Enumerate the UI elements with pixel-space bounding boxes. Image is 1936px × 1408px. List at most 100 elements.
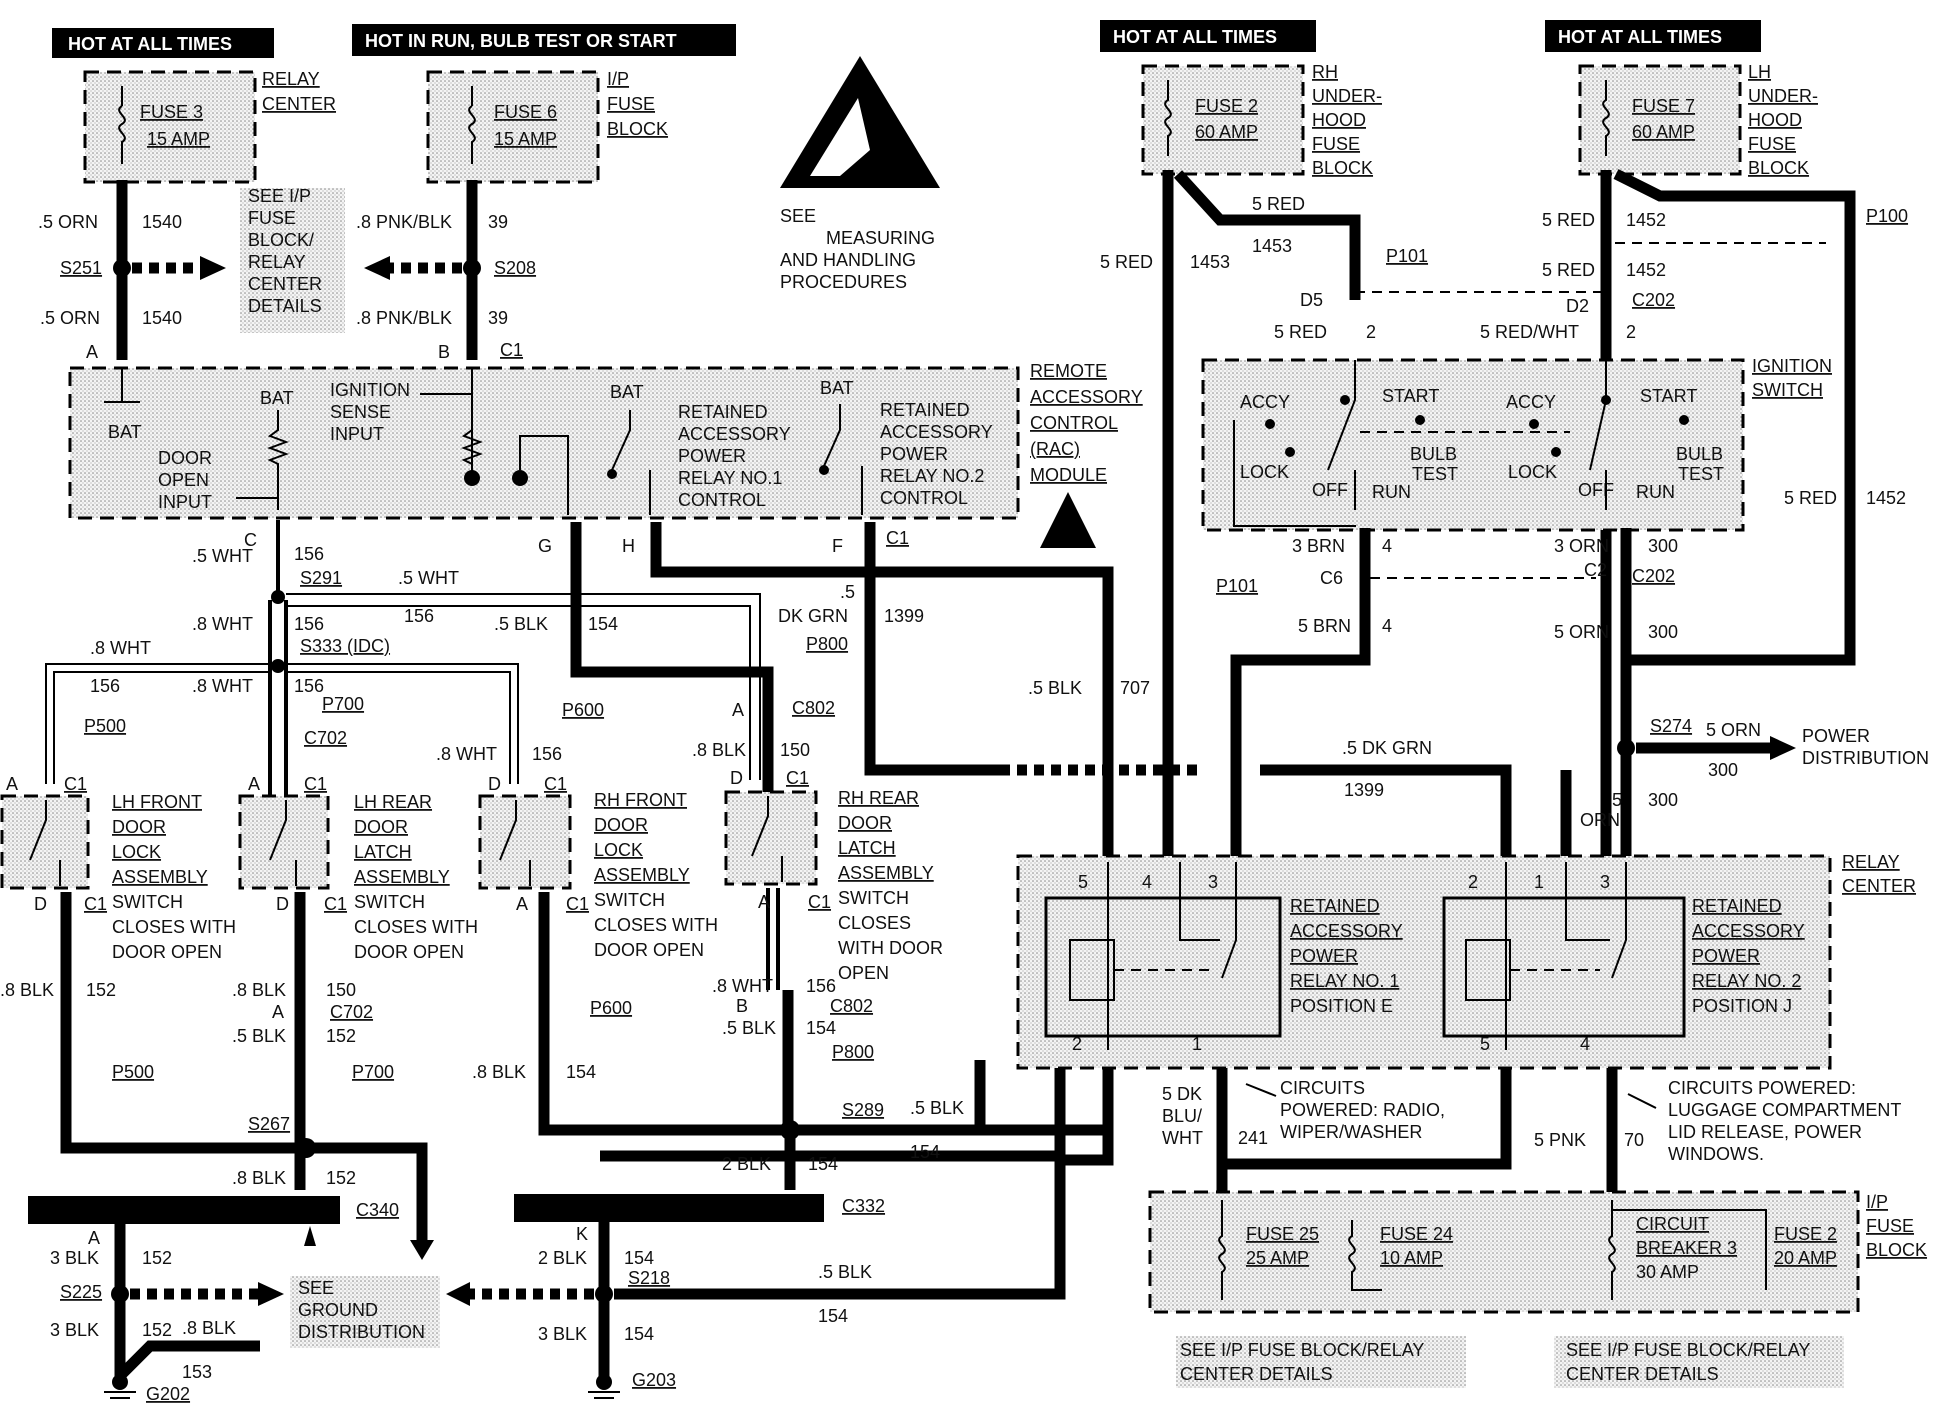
svg-text:CLOSES WITH: CLOSES WITH	[354, 917, 478, 937]
see-details-left: SEE I/P FUSE BLOCK/RELAY CENTER DETAILS	[1176, 1336, 1466, 1388]
svg-text:D2: D2	[1566, 296, 1589, 316]
svg-text:1540: 1540	[142, 212, 182, 232]
svg-text:D: D	[276, 894, 289, 914]
svg-text:INPUT: INPUT	[330, 424, 384, 444]
svg-text:LID RELEASE, POWER: LID RELEASE, POWER	[1668, 1122, 1862, 1142]
svg-text:5: 5	[1480, 1034, 1490, 1054]
lh-rear-door-switch: LH REAR DOOR LATCH ASSEMBLY SWITCH CLOSE…	[238, 792, 478, 962]
svg-text:WHT: WHT	[1162, 1128, 1203, 1148]
esd-note: SEE MEASURING AND HANDLING PROCEDURES	[780, 206, 935, 292]
svg-text:BULB: BULB	[1676, 444, 1723, 464]
esd-warning-icon	[780, 56, 940, 188]
svg-text:C2: C2	[1584, 560, 1607, 580]
svg-text:.8 BLK: .8 BLK	[232, 1168, 286, 1188]
svg-text:ACCY: ACCY	[1506, 392, 1556, 412]
svg-text:RETAINED: RETAINED	[678, 402, 768, 422]
svg-text:ACCESSORY: ACCESSORY	[880, 422, 993, 442]
header-hot-at-all-times-2: HOT AT ALL TIMES	[1100, 20, 1316, 52]
svg-text:A: A	[88, 1228, 100, 1248]
svg-text:RUN: RUN	[1636, 482, 1675, 502]
svg-text:241: 241	[1238, 1128, 1268, 1148]
svg-text:F: F	[832, 536, 843, 556]
svg-text:3 ORN: 3 ORN	[1554, 536, 1609, 556]
svg-text:SEE I/P FUSE BLOCK/RELAY: SEE I/P FUSE BLOCK/RELAY	[1566, 1340, 1810, 1360]
output-wires	[1060, 1068, 1618, 1200]
ignition-switch-internals: ACCY START LOCK OFF RUN BULB TEST ACCY S…	[1233, 360, 1724, 527]
svg-text:RELAY NO. 2: RELAY NO. 2	[1692, 971, 1801, 991]
svg-text:.8 PNK/BLK: .8 PNK/BLK	[356, 212, 452, 232]
svg-text:3: 3	[1208, 872, 1218, 892]
svg-text:A: A	[516, 894, 528, 914]
svg-text:156: 156	[294, 614, 324, 634]
svg-text:D: D	[730, 768, 743, 788]
svg-text:POSITION E: POSITION E	[1290, 996, 1393, 1016]
svg-text:.5 WHT: .5 WHT	[398, 568, 459, 588]
svg-text:START: START	[1382, 386, 1439, 406]
svg-text:C702: C702	[330, 1002, 373, 1022]
svg-text:POSITION J: POSITION J	[1692, 996, 1792, 1016]
svg-text:3 BRN: 3 BRN	[1292, 536, 1345, 556]
svg-text:.5 ORN: .5 ORN	[40, 308, 100, 328]
fuse-3-box: FUSE 3 15 AMP	[83, 70, 257, 184]
svg-text:707: 707	[1120, 678, 1150, 698]
svg-text:RELAY NO. 1: RELAY NO. 1	[1290, 971, 1399, 991]
svg-text:5 RED: 5 RED	[1542, 260, 1595, 280]
see-ground-distribution: SEE GROUND DISTRIBUTION	[290, 1276, 440, 1348]
svg-text:1452: 1452	[1866, 488, 1906, 508]
svg-text:CIRCUIT: CIRCUIT	[1636, 1214, 1709, 1234]
svg-text:CONTROL: CONTROL	[678, 490, 766, 510]
svg-text:A: A	[86, 342, 98, 362]
svg-text:HOT IN RUN, BULB TEST OR START: HOT IN RUN, BULB TEST OR START	[365, 31, 677, 51]
svg-text:RELAY: RELAY	[1842, 852, 1900, 872]
svg-text:1: 1	[1192, 1034, 1202, 1054]
svg-text:D: D	[488, 774, 501, 794]
svg-text:C1: C1	[304, 774, 327, 794]
svg-text:2: 2	[1626, 322, 1636, 342]
svg-text:10 AMP: 10 AMP	[1380, 1248, 1443, 1268]
svg-text:CLOSES WITH: CLOSES WITH	[594, 915, 718, 935]
svg-text:1540: 1540	[142, 308, 182, 328]
svg-text:5 ORN: 5 ORN	[1706, 720, 1761, 740]
ip-fuse-block-label-bottom: I/P FUSE BLOCK	[1866, 1192, 1927, 1260]
svg-text:ASSEMBLY: ASSEMBLY	[112, 867, 208, 887]
svg-text:C702: C702	[304, 728, 347, 748]
svg-text:P800: P800	[832, 1042, 874, 1062]
svg-text:FUSE: FUSE	[1748, 134, 1796, 154]
svg-text:G: G	[538, 536, 552, 556]
svg-text:154: 154	[806, 1018, 836, 1038]
svg-text:300: 300	[1648, 536, 1678, 556]
svg-text:RELAY NO.1: RELAY NO.1	[678, 468, 782, 488]
svg-text:2: 2	[1468, 872, 1478, 892]
svg-text:5 RED/WHT: 5 RED/WHT	[1480, 322, 1579, 342]
svg-text:LATCH: LATCH	[838, 838, 896, 858]
lh-underhood-label: LH UNDER- HOOD FUSE BLOCK	[1748, 62, 1818, 178]
svg-text:LH FRONT: LH FRONT	[112, 792, 202, 812]
svg-text:156: 156	[294, 544, 324, 564]
svg-text:A: A	[272, 1002, 284, 1022]
ip-fuse-block-label-top: I/P FUSE BLOCK	[607, 69, 668, 139]
svg-text:.8 BLK: .8 BLK	[232, 980, 286, 1000]
svg-text:RH REAR: RH REAR	[838, 788, 919, 808]
svg-text:LH REAR: LH REAR	[354, 792, 432, 812]
svg-text:UNDER-: UNDER-	[1748, 86, 1818, 106]
svg-text:START: START	[1640, 386, 1697, 406]
svg-text:CENTER DETAILS: CENTER DETAILS	[1180, 1364, 1333, 1384]
svg-text:RELAY NO.2: RELAY NO.2	[880, 466, 984, 486]
wire-orn-300	[1560, 528, 1796, 862]
svg-text:HOT AT ALL TIMES: HOT AT ALL TIMES	[1113, 27, 1277, 47]
svg-text:.5 BLK: .5 BLK	[818, 1262, 872, 1282]
svg-text:H: H	[622, 536, 635, 556]
svg-text:BREAKER 3: BREAKER 3	[1636, 1238, 1737, 1258]
wire-brn-4	[1230, 528, 1596, 862]
svg-text:P101: P101	[1386, 246, 1428, 266]
svg-text:3: 3	[1600, 872, 1610, 892]
svg-text:G203: G203	[632, 1370, 676, 1390]
svg-text:152: 152	[326, 1026, 356, 1046]
svg-text:S225: S225	[60, 1282, 102, 1302]
svg-text:P500: P500	[112, 1062, 154, 1082]
svg-text:3 BLK: 3 BLK	[50, 1320, 99, 1340]
svg-text:1399: 1399	[1344, 780, 1384, 800]
rac-module-box	[68, 366, 1020, 520]
svg-text:AND HANDLING: AND HANDLING	[780, 250, 916, 270]
svg-text:K: K	[576, 1224, 588, 1244]
